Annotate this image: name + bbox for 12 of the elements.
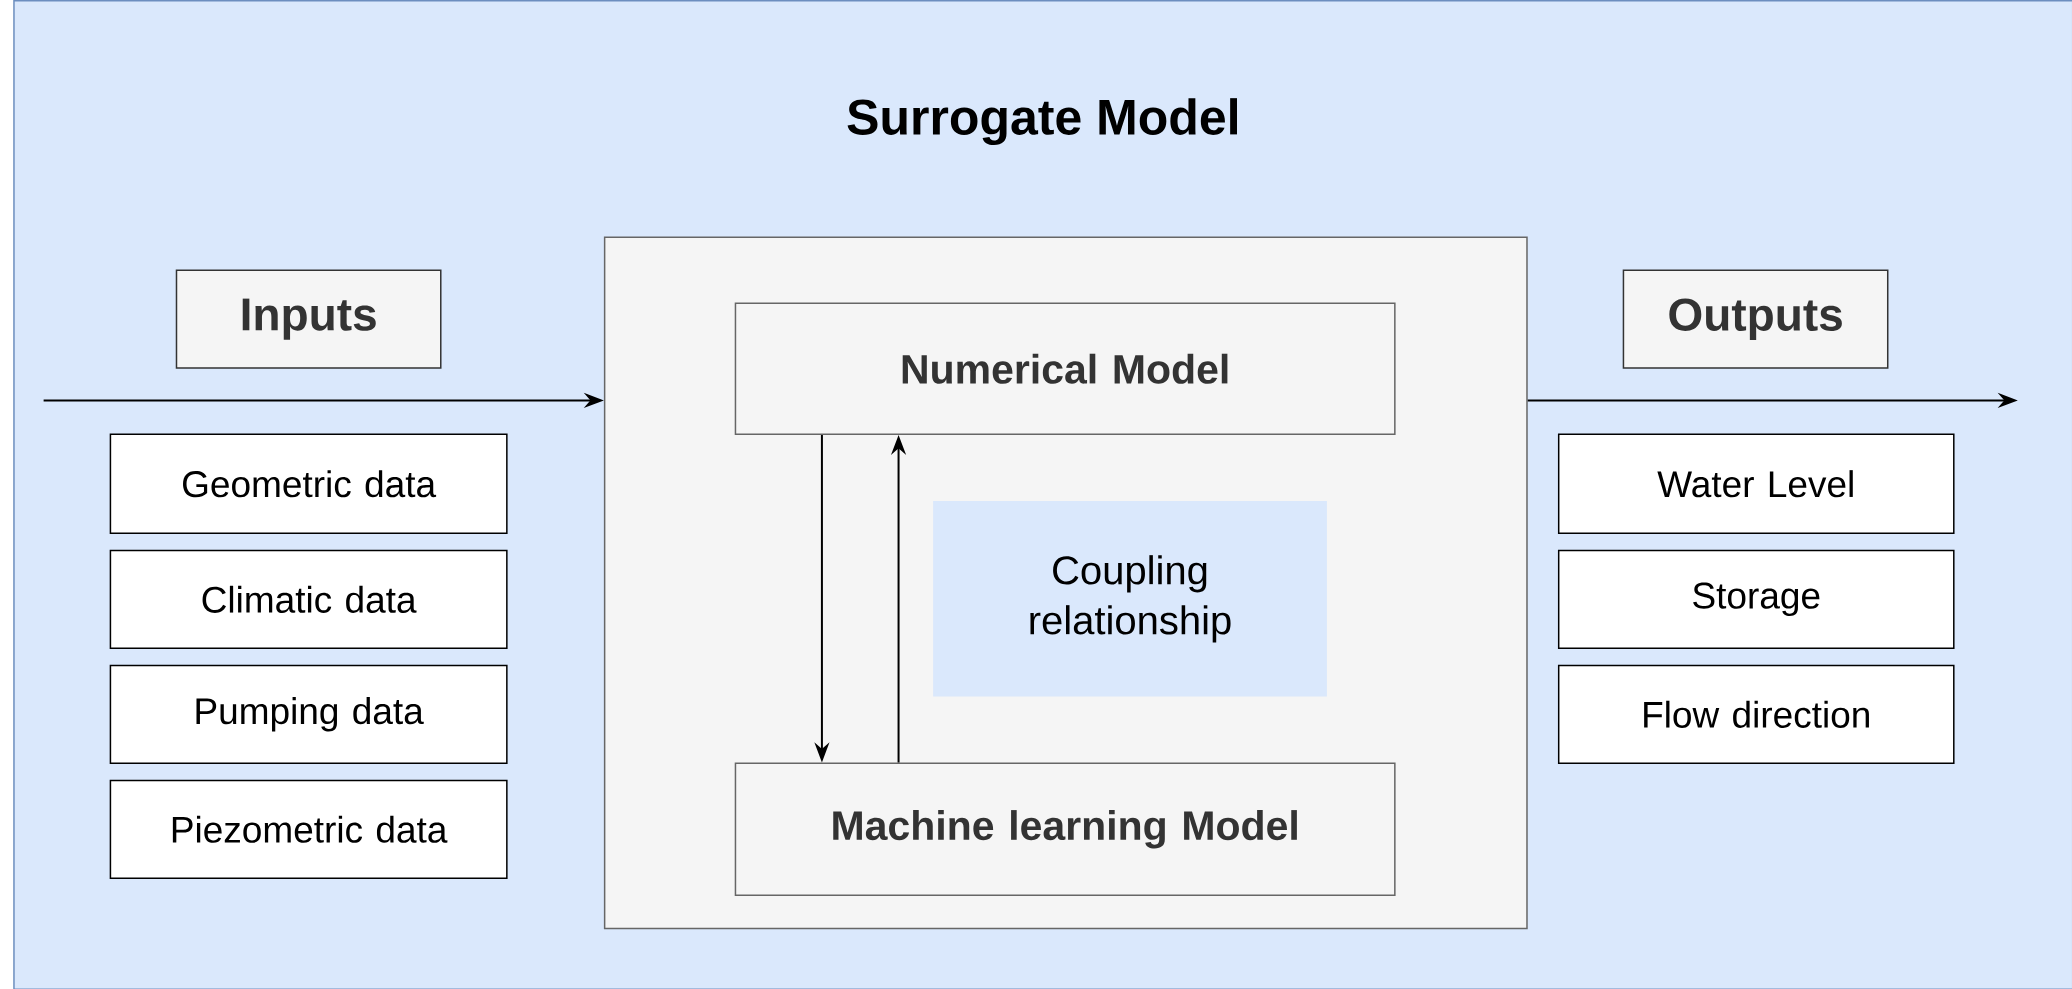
model-box: Machine learning Model [734,762,1396,897]
data-box: Pumping data [109,664,508,764]
data-box: Piezometric data [109,779,508,879]
heading-box: Outputs [1622,269,1889,369]
data-box: Climatic data [109,549,508,649]
data-box: Water Level [1557,433,1955,535]
heading-box: Inputs [175,269,442,369]
coupling-box: Coupling relationship [933,501,1327,697]
data-box: Flow direction [1557,664,1955,764]
data-box: Storage [1557,549,1955,649]
model-box: Numerical Model [734,302,1396,435]
data-box: Geometric data [109,433,508,535]
